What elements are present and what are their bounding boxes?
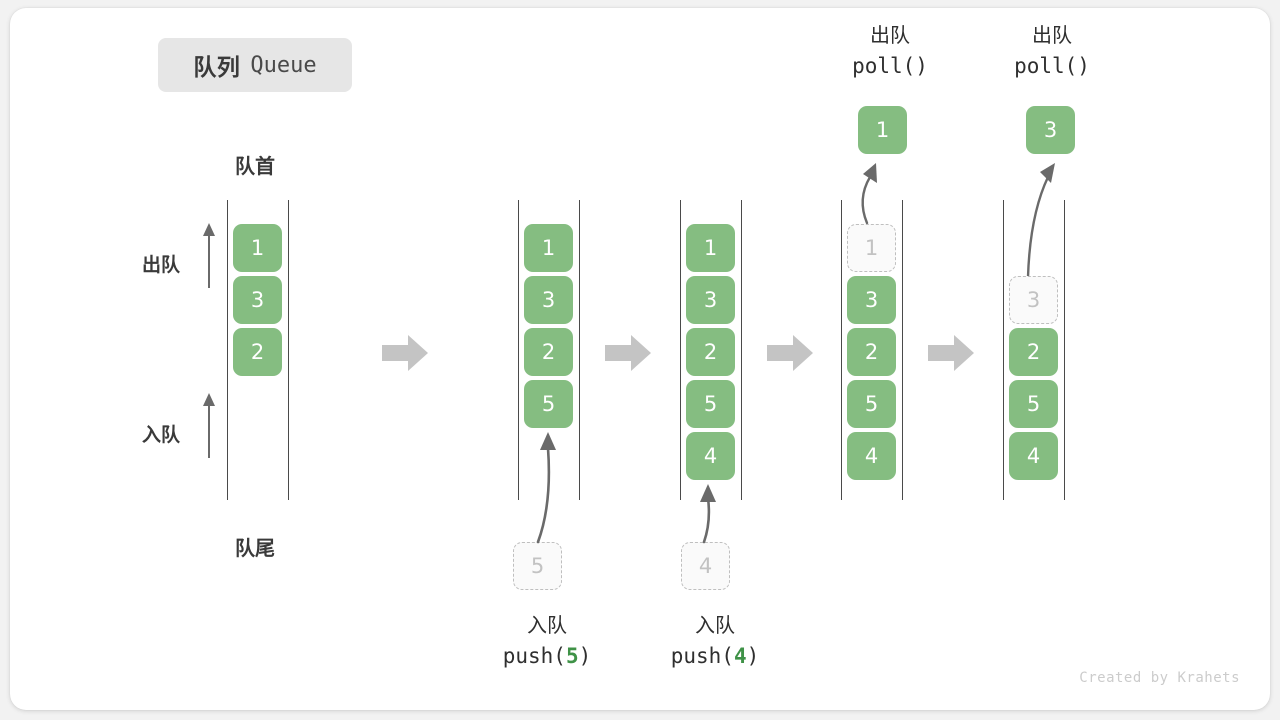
dequeue-side-label: 出队 [141, 254, 180, 276]
step-separator-arrow [382, 335, 428, 371]
push-5-fn: push( [502, 644, 566, 668]
queue-element: 5 [686, 380, 735, 428]
queue-element: 3 [524, 276, 573, 324]
rail-right-col4 [902, 200, 903, 500]
rail-right-col2 [579, 200, 580, 500]
enqueue-motion-arrow [536, 432, 556, 544]
rail-left-col3 [680, 200, 681, 500]
queue-element: 5 [847, 380, 896, 428]
queue-element: 2 [847, 328, 896, 376]
front-label: 队首 [235, 154, 275, 178]
queue-element: 2 [524, 328, 573, 376]
queue-element: 2 [233, 328, 282, 376]
push-5-arg: 5 [565, 644, 579, 668]
title-badge: 队列 Queue [158, 38, 352, 92]
step-separator-arrow [767, 335, 813, 371]
push-5-caption: 入队 push(5) [452, 610, 642, 672]
poll-2-caption: 出队 poll() [957, 20, 1147, 82]
queue-element: 3 [686, 276, 735, 324]
rail-right-col5 [1064, 200, 1065, 500]
incoming-element-ghost: 4 [681, 542, 730, 590]
step-separator-arrow [928, 335, 974, 371]
queue-element: 3 [847, 276, 896, 324]
push-4-close: ) [746, 644, 760, 668]
enqueue-direction-arrow [203, 393, 215, 458]
queue-element-ghost: 1 [847, 224, 896, 272]
poll-2-caption-code: poll() [1014, 54, 1090, 78]
push-4-caption-cn: 入队 [695, 613, 735, 637]
title-cn: 队列 [193, 55, 241, 81]
push-5-close: ) [578, 644, 592, 668]
enqueue-side-label: 入队 [141, 424, 180, 446]
watermark: Created by Krahets [1079, 670, 1240, 686]
poll-2-caption-cn: 出队 [1032, 23, 1072, 47]
queue-element: 5 [524, 380, 573, 428]
dequeue-motion-arrow [1026, 163, 1055, 279]
dequeue-motion-arrow [861, 163, 877, 225]
enqueue-motion-arrow [700, 484, 716, 544]
rail-left-col5 [1003, 200, 1004, 500]
push-4-caption: 入队 push(4) [620, 610, 810, 672]
queue-element: 4 [847, 432, 896, 480]
polled-element: 3 [1026, 106, 1075, 154]
queue-element: 3 [233, 276, 282, 324]
queue-element-ghost: 3 [1009, 276, 1058, 324]
rail-right-col1 [288, 200, 289, 500]
queue-element: 1 [686, 224, 735, 272]
incoming-element-ghost: 5 [513, 542, 562, 590]
poll-1-caption: 出队 poll() [795, 20, 985, 82]
push-4-caption-code: push(4) [620, 640, 810, 672]
queue-element: 1 [233, 224, 282, 272]
poll-1-caption-cn: 出队 [870, 23, 910, 47]
queue-element: 4 [1009, 432, 1058, 480]
step-separator-arrow [605, 335, 651, 371]
queue-element: 2 [1009, 328, 1058, 376]
queue-element: 2 [686, 328, 735, 376]
rail-left-col1 [227, 200, 228, 500]
poll-1-caption-code: poll() [852, 54, 928, 78]
dequeue-direction-arrow [203, 223, 215, 288]
queue-element: 1 [524, 224, 573, 272]
queue-element: 4 [686, 432, 735, 480]
title-en: Queue [250, 52, 317, 78]
rail-left-col4 [841, 200, 842, 500]
push-5-caption-code: push(5) [452, 640, 642, 672]
rear-label: 队尾 [235, 536, 275, 560]
push-5-caption-cn: 入队 [527, 613, 567, 637]
push-4-arg: 4 [733, 644, 747, 668]
push-4-fn: push( [670, 644, 734, 668]
queue-element: 5 [1009, 380, 1058, 428]
rail-right-col3 [741, 200, 742, 500]
polled-element: 1 [858, 106, 907, 154]
rail-left-col2 [518, 200, 519, 500]
